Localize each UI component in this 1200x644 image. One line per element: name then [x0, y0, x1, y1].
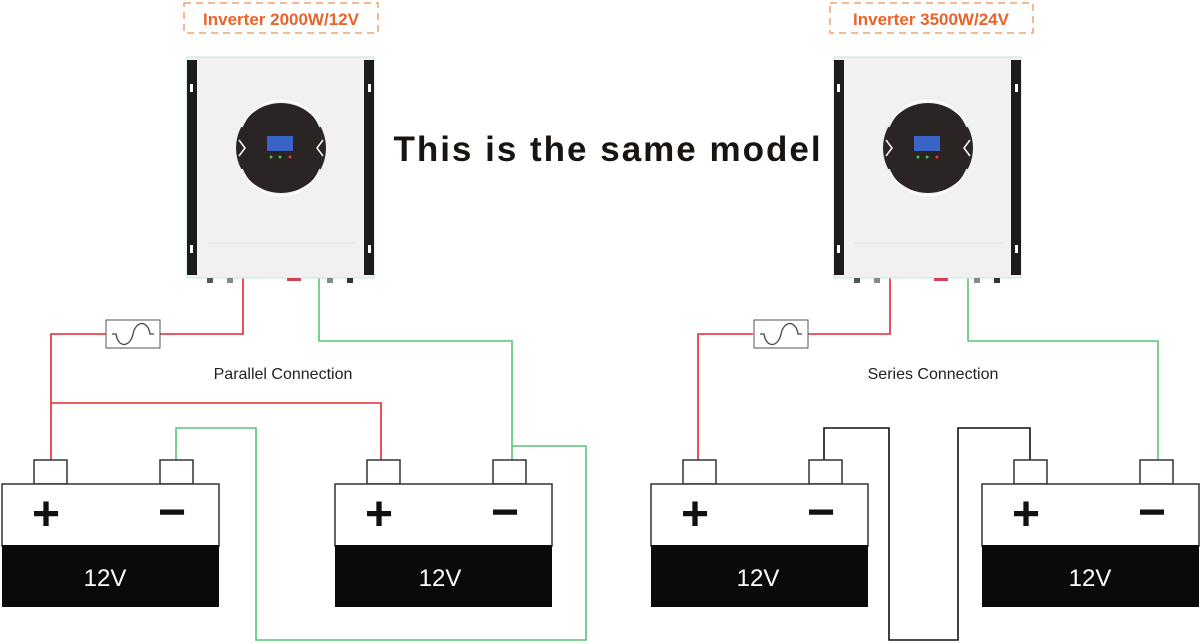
plus-sign: +: [365, 488, 393, 541]
battery-voltage: 12V: [737, 565, 780, 592]
parallel-wiring: [50, 278, 587, 641]
inverter-2000w: [186, 56, 375, 284]
minus-sign: −: [807, 486, 835, 539]
inverter-3500w: [833, 56, 1022, 284]
series-connection-label: Series Connection: [868, 366, 999, 383]
battery-voltage: 12V: [1069, 565, 1112, 592]
battery-voltage: 12V: [84, 565, 127, 592]
headline: This is the same model: [393, 130, 822, 169]
parallel-connection-label: Parallel Connection: [214, 366, 353, 383]
inverter-label-right: Inverter 3500W/24V: [853, 10, 1010, 29]
series-wiring: [697, 278, 1159, 641]
battery-voltage: 12V: [419, 565, 462, 592]
inverter-label-left: Inverter 2000W/12V: [203, 10, 360, 29]
fuse-icon: [753, 319, 809, 349]
label-box-right: [829, 2, 1034, 34]
plus-sign: +: [1012, 488, 1040, 541]
plus-sign: +: [32, 488, 60, 541]
plus-sign: +: [681, 488, 709, 541]
minus-sign: −: [491, 486, 519, 539]
label-box-left: [183, 2, 379, 34]
fuse-icon: [105, 319, 161, 349]
minus-sign: −: [1138, 486, 1166, 539]
minus-sign: −: [158, 486, 186, 539]
